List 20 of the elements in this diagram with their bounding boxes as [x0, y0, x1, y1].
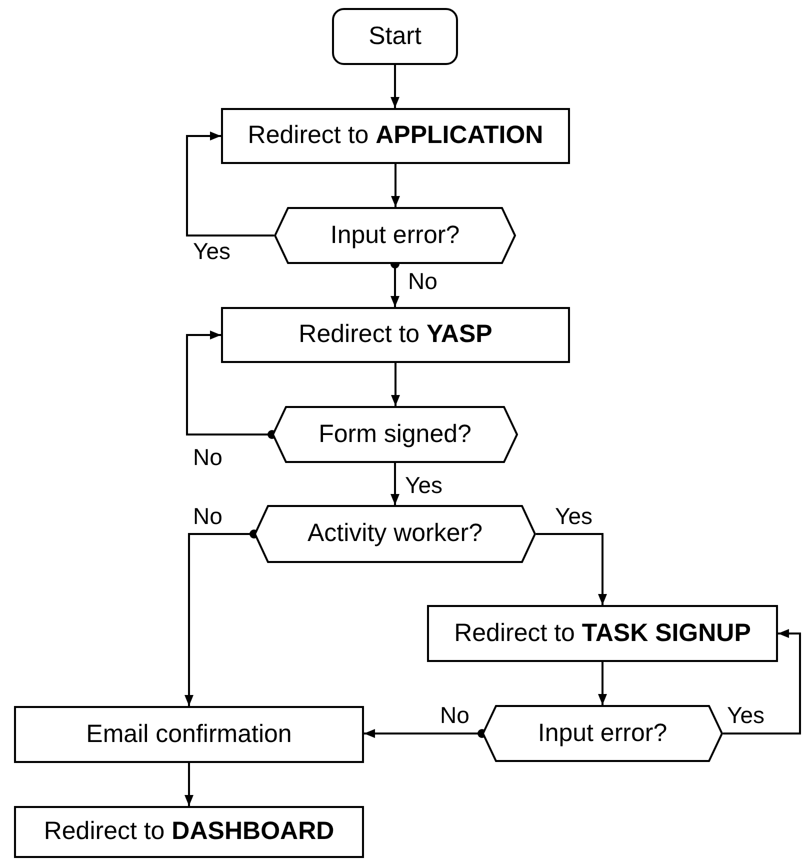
decision-hexagon: Activity worker? [254, 505, 536, 563]
arrow [598, 662, 607, 705]
arrow [391, 363, 400, 406]
arrow [186, 330, 276, 439]
arrow [723, 629, 801, 734]
process-box: Email confirmation [14, 706, 364, 763]
arrow [390, 65, 400, 108]
arrow [536, 533, 607, 605]
decision-hexagon: Input error? [482, 705, 723, 762]
process-box: Redirect to YASP [221, 307, 570, 363]
decision-hexagon: Form signed? [272, 406, 518, 463]
arrow [390, 463, 400, 505]
arrow [391, 164, 400, 207]
process-box: Redirect to TASK SIGNUP [427, 605, 778, 662]
arrow [186, 132, 274, 236]
arrow [184, 763, 194, 806]
terminal-box: Start [332, 8, 458, 65]
process-box: Redirect to APPLICATION [221, 108, 570, 164]
process-box: Redirect to DASHBOARD [14, 806, 364, 858]
decision-hexagon: Input error? [274, 207, 516, 264]
